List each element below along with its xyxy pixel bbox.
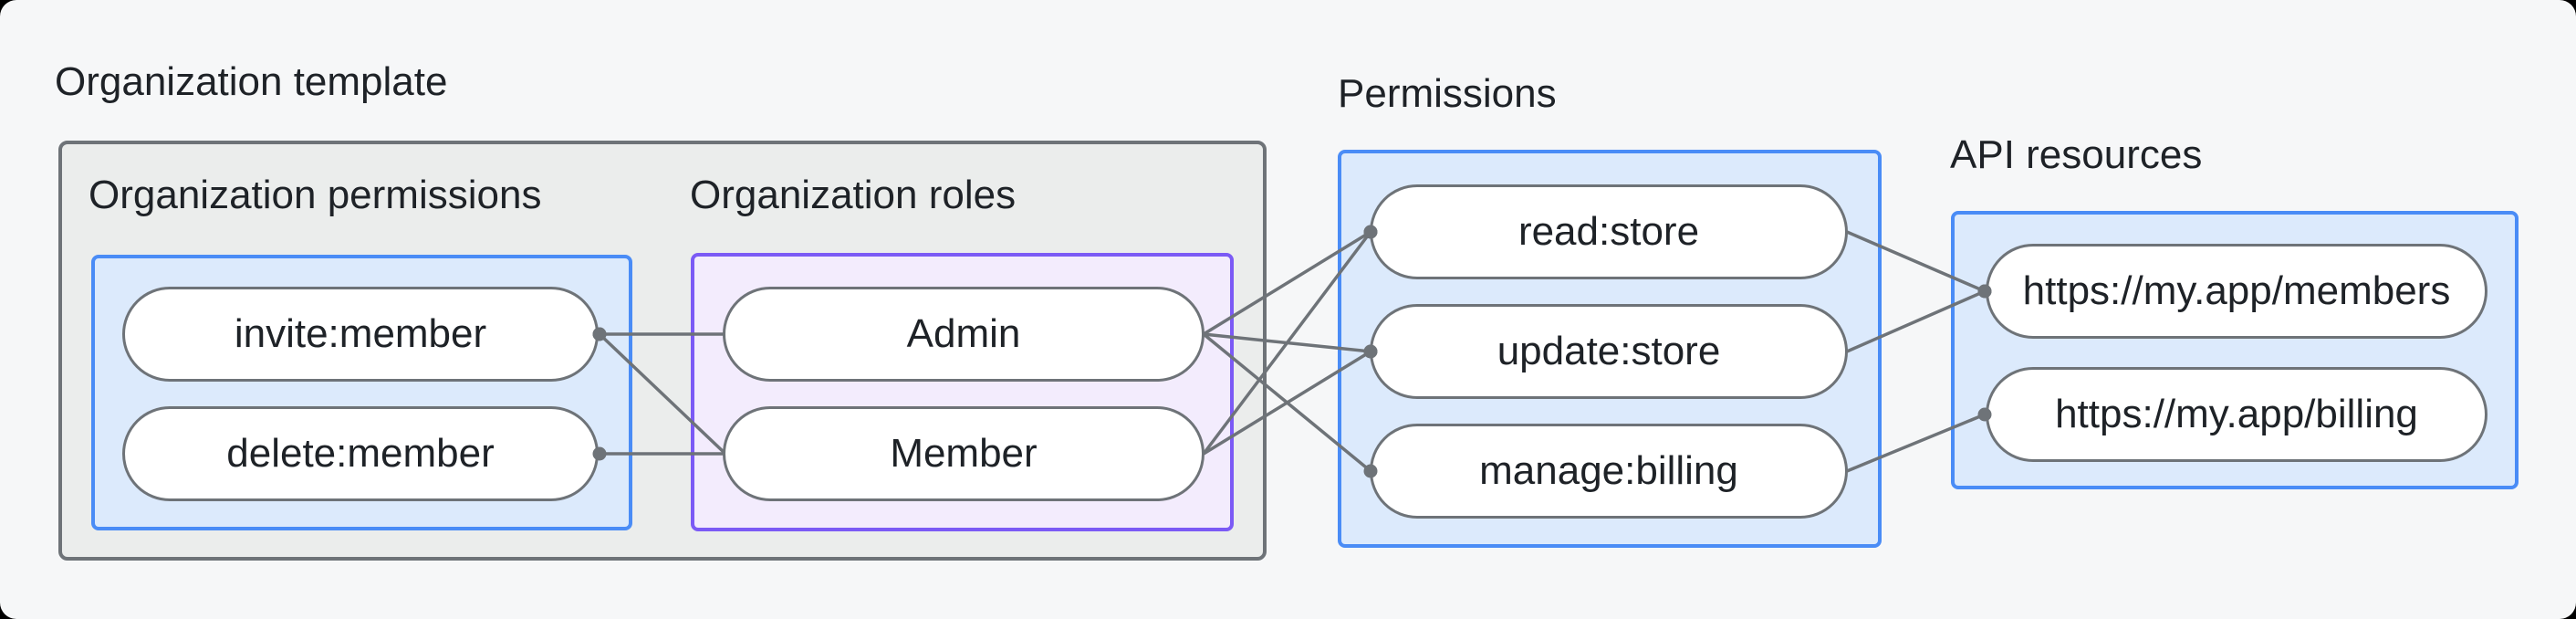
node-manage-billing: manage:billing — [1370, 424, 1848, 519]
node-my-app-billing: https://my.app/billing — [1986, 367, 2487, 462]
node-admin: Admin — [723, 287, 1205, 382]
node-delete-member: delete:member — [122, 406, 599, 501]
node-read-store: read:store — [1370, 184, 1848, 279]
api-resources-label: API resources — [1950, 132, 2203, 177]
node-update-store: update:store — [1370, 304, 1848, 399]
node-invite-member: invite:member — [122, 287, 599, 382]
organization-roles-label: Organization roles — [690, 173, 1017, 217]
permissions-label: Permissions — [1338, 71, 1557, 116]
node-member: Member — [723, 406, 1205, 501]
node-my-app-members: https://my.app/members — [1986, 244, 2487, 339]
organization-permissions-label: Organization permissions — [89, 173, 542, 217]
organization-template-label: Organization template — [55, 59, 448, 104]
